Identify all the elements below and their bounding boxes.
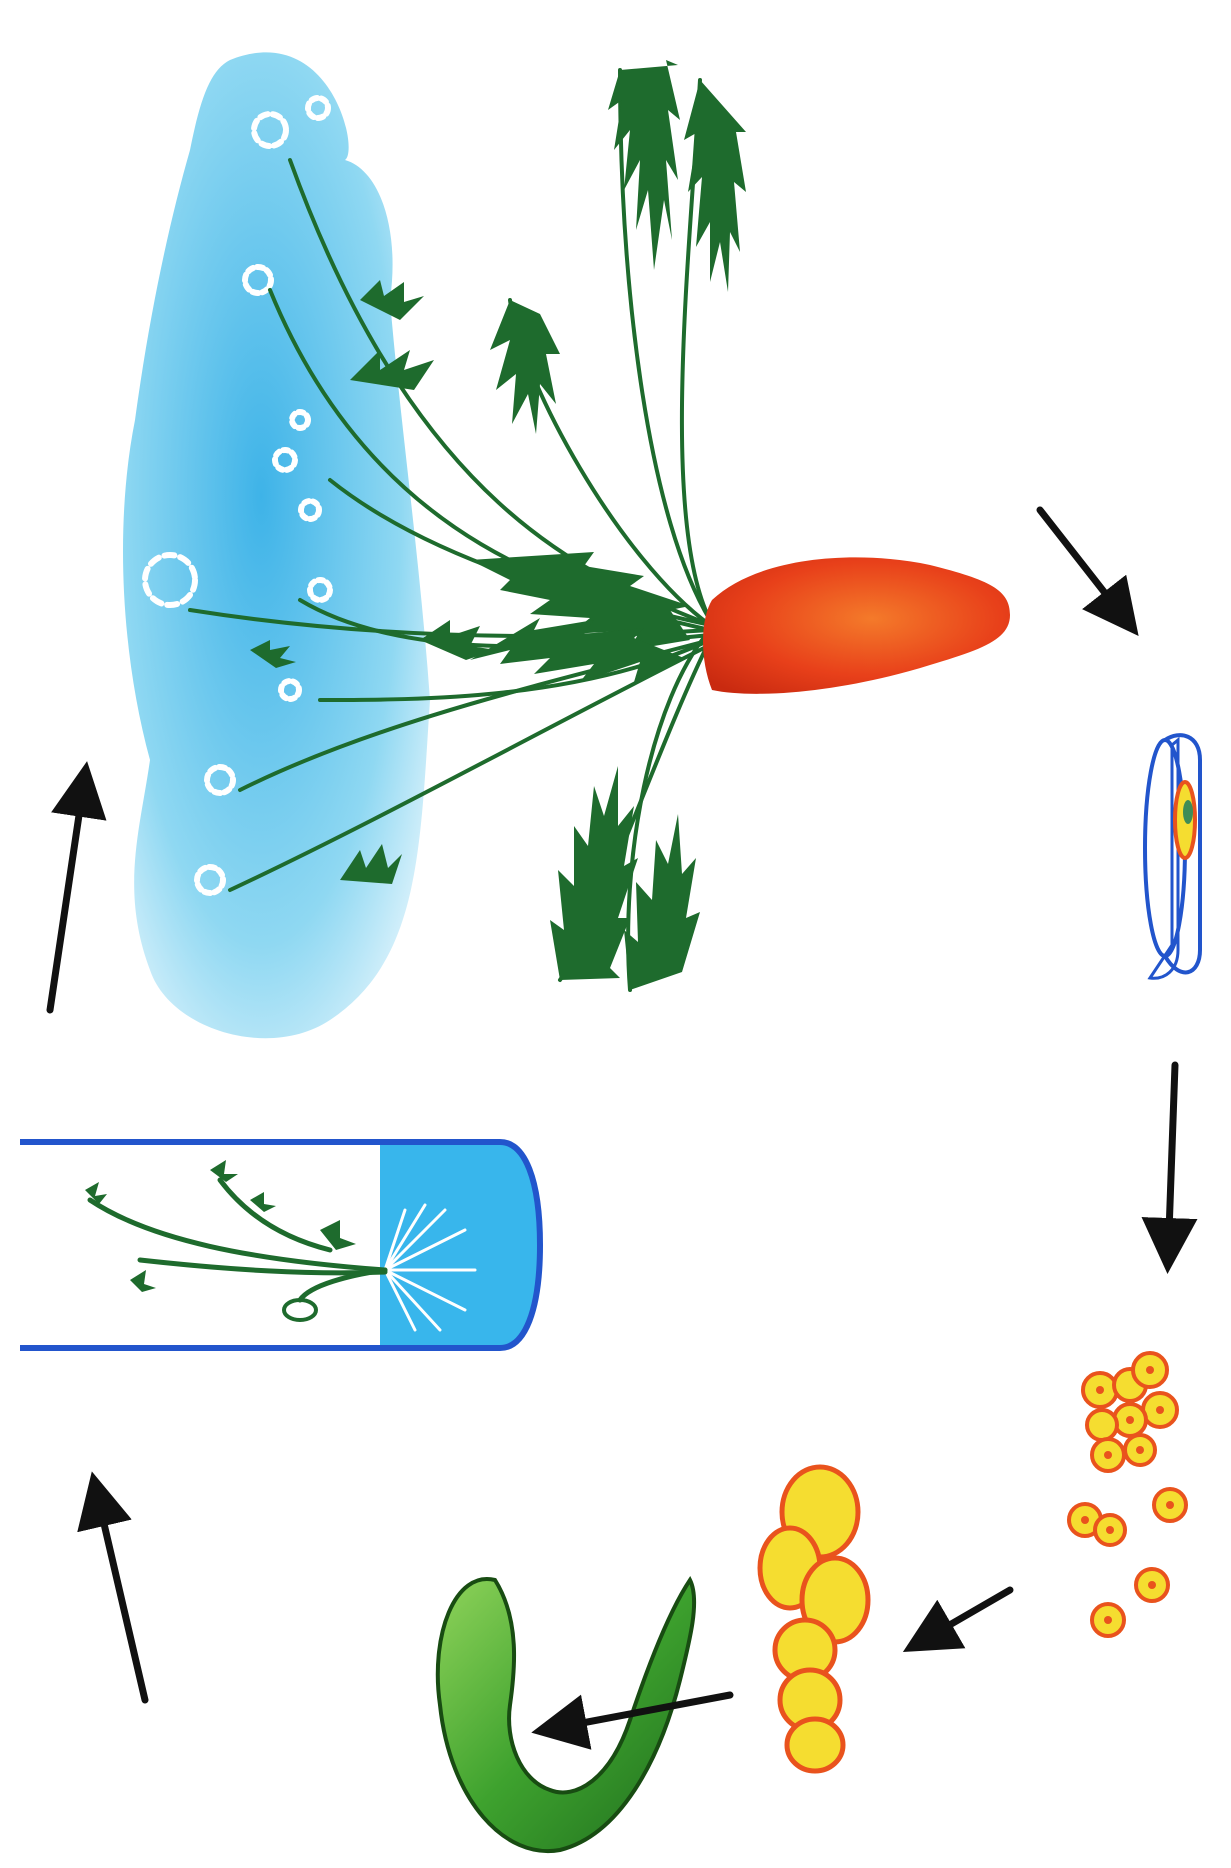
test-tube-icon (20, 1142, 540, 1348)
root-section-icon (1145, 735, 1200, 978)
arrow-tube-to-plant (50, 775, 85, 1010)
arrow-cells-to-cluster (915, 1590, 1010, 1645)
cell-cluster-icon (760, 1467, 868, 1771)
somatic-embryo-icon (438, 1579, 694, 1851)
arrow-embryo-to-tube (95, 1485, 145, 1700)
sky-background (123, 52, 430, 1038)
arrow-section-to-cells (1168, 1065, 1175, 1260)
carrot-plant-icon (123, 52, 1010, 1038)
single-cells-icon (1069, 1353, 1186, 1636)
arrow-plant-to-section (1040, 510, 1130, 625)
carrot-root (703, 557, 1010, 693)
